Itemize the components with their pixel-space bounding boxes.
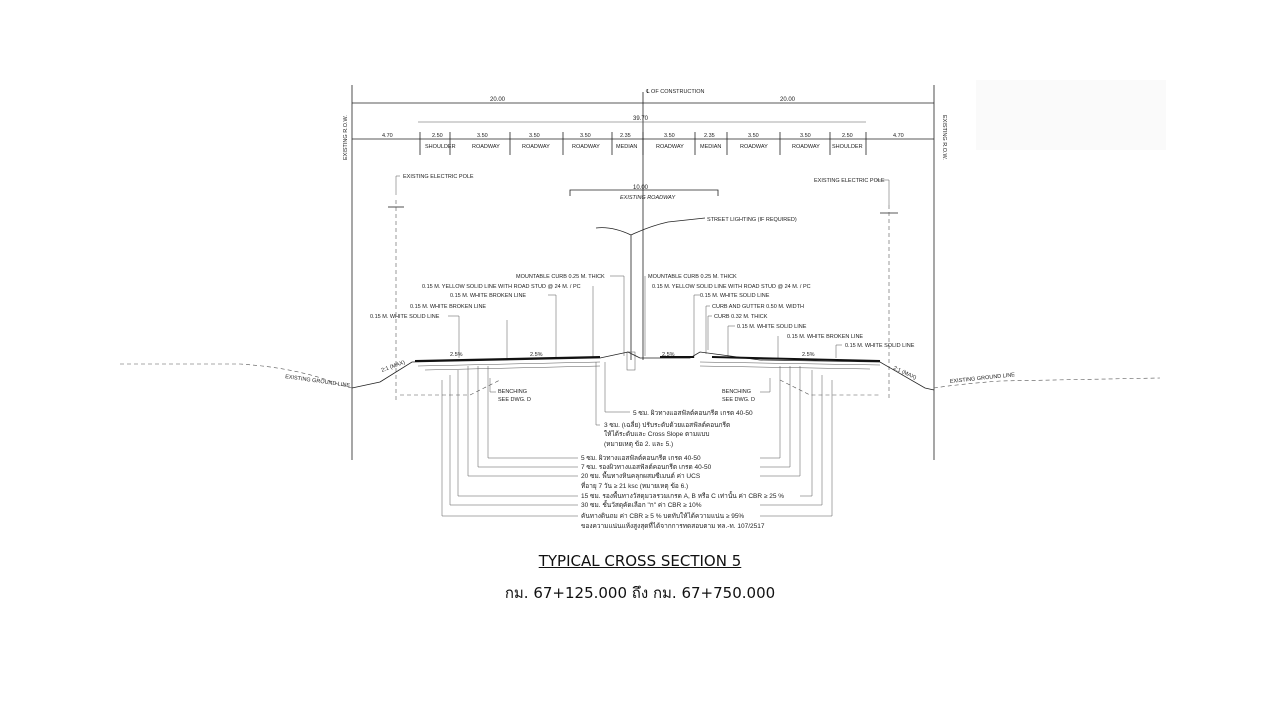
segment-ticks [419,132,867,155]
electric-pole-right: EXISTING ELECTRIC POLE [814,178,898,400]
callout-label: 0.15 M. WHITE BROKEN LINE [450,293,526,299]
half-width-right: 20.00 [780,97,796,103]
row-label-right: EXISTING R.O.W. [941,115,947,160]
callout-label: 0.15 M. WHITE BROKEN LINE [410,304,486,310]
benching-right: BENCHING SEE DWG. D [722,378,771,403]
ground-label-left: EXISTING GROUND LINE [285,374,351,389]
svg-text:BENCHING: BENCHING [722,389,751,395]
svg-text:SEE DWG. D: SEE DWG. D [498,397,531,403]
embankment-outline [351,351,935,391]
existing-roadway-label: EXISTING ROADWAY [620,195,675,201]
segment-dim: 2.35 [704,133,715,139]
segment-label: MEDIAN [616,144,637,150]
layer-note: คันทางดินถม ค่า CBR ≥ 5 % บดทับให้ได้ควา… [581,512,744,520]
segment-dim: 2.50 [432,133,443,139]
segment-label: ROADWAY [792,144,820,150]
segment-dim: 3.50 [748,133,759,139]
slope-label-right: 2:1 (MAX) [892,365,917,381]
faint-placeholder-box [976,80,1166,150]
total-width: 39.70 [633,116,649,122]
segment-label: MEDIAN [700,144,721,150]
segment-label: ROADWAY [522,144,550,150]
layer-note: 30 ซม. ชั้นวัสดุคัดเลือก "ก" ค่า CBR ≥ 1… [581,500,702,509]
layer-note: ที่อายุ 7 วัน ≥ 21 ksc (หมายเหตุ ข้อ 6.) [581,481,688,490]
layer-leaders [441,362,833,517]
crossfall-labels: 2.5% 2.5% 2.5% 2.5% [450,352,815,358]
existing-roadway-dim [569,189,719,196]
segment-label: ROADWAY [472,144,500,150]
svg-text:BENCHING: BENCHING [498,389,527,395]
station-range: กม. 67+125.000 ถึง กม. 67+750.000 [504,584,776,602]
svg-text:2.5%: 2.5% [662,352,675,358]
svg-text:SEE DWG. D: SEE DWG. D [722,397,755,403]
segment-dim: 4.70 [893,133,904,139]
segment-label: ROADWAY [656,144,684,150]
layer-notes: 5 ซม. ผิวทางแอสฟัลต์คอนกรีต เกรด 40-50 3… [581,409,784,530]
svg-text:2.5%: 2.5% [802,352,815,358]
row-label-left: EXISTING R.O.W. [343,115,349,160]
electric-pole-left: EXISTING ELECTRIC POLE [388,174,474,400]
svg-text:EXISTING ELECTRIC POLE: EXISTING ELECTRIC POLE [403,174,474,180]
street-light: STREET LIGHTING (IF REQUIRED) [595,217,797,371]
callout-label: 0.15 M. YELLOW SOLID LINE WITH ROAD STUD… [422,284,581,290]
segment-label: SHOULDER [832,144,863,150]
segment-dim: 3.50 [529,133,540,139]
segment-dim: 2.50 [842,133,853,139]
segment-dim: 3.50 [580,133,591,139]
callout-label: MOUNTABLE CURB 0.25 M. THICK [648,274,737,280]
pavement-surface [414,356,881,362]
segment-label: SHOULDER [425,144,456,150]
segment-dims: 4.70 2.50 3.50 3.50 3.50 2.35 3.50 2.35 … [382,133,904,139]
layer-note: 3 ซม. (เฉลี่ย) ปรับระดับด้วยแอสฟัลต์คอนก… [604,420,730,429]
layer-note: 20 ซม. พื้นทางหินคลุกผสมซีเมนต์ ค่า UCS [581,471,701,480]
slope-label-left: 2:1 (MAX) [381,360,406,374]
layer-note: 15 ซม. รองพื้นทางวัสดุมวลรวมเกรด A, B หร… [581,491,784,500]
svg-text:2.5%: 2.5% [530,352,543,358]
svg-text:STREET LIGHTING (IF REQUIRED): STREET LIGHTING (IF REQUIRED) [707,217,797,223]
segment-dim: 3.50 [800,133,811,139]
pavement-layers [417,361,881,371]
segment-labels: SHOULDER ROADWAY ROADWAY ROADWAY MEDIAN … [425,144,863,150]
callout-label: 0.15 M. WHITE BROKEN LINE [787,334,863,340]
callout-label: CURB 0.32 M. THICK [714,314,768,320]
callout-label: CURB AND GUTTER 0.50 M. WIDTH [712,304,804,310]
existing-width: 10.00 [633,185,649,191]
segment-dim: 3.50 [664,133,675,139]
svg-text:2.5%: 2.5% [450,352,463,358]
existing-ground-right [933,377,1161,389]
callout-label: 0.15 M. WHITE SOLID LINE [845,343,915,349]
layer-note: ของความแน่นแห้งสูงสุดที่ได้จากการทดสอบตา… [581,521,765,530]
half-width-left: 20.00 [490,97,506,103]
callout-label: MOUNTABLE CURB 0.25 M. THICK [516,274,605,280]
section-title: TYPICAL CROSS SECTION 5 [538,552,742,570]
callout-label: 0.15 M. YELLOW SOLID LINE WITH ROAD STUD… [652,284,811,290]
ground-label-right: EXISTING GROUND LINE [950,372,1016,385]
segment-dim: 3.50 [477,133,488,139]
segment-label: ROADWAY [740,144,768,150]
segment-label: ROADWAY [572,144,600,150]
callout-label: 0.15 M. WHITE SOLID LINE [737,324,807,330]
segment-dim: 4.70 [382,133,393,139]
layer-note: (หมายเหตุ ข้อ 2. และ 5.) [604,440,673,448]
benching-left: BENCHING SEE DWG. D [489,378,531,403]
callout-label: 0.15 M. WHITE SOLID LINE [700,293,770,299]
layer-note: ให้ได้ระดับและ Cross Slope ตามแบบ [604,430,710,438]
callouts-left: MOUNTABLE CURB 0.25 M. THICK 0.15 M. YEL… [370,274,625,358]
centerline-label: ℄ OF CONSTRUCTION [645,89,705,95]
svg-text:EXISTING ELECTRIC POLE: EXISTING ELECTRIC POLE [814,178,885,184]
layer-note: 7 ซม. รองผิวทางแอสฟัลต์คอนกรีต เกรด 40-5… [581,463,712,471]
callouts-right: MOUNTABLE CURB 0.25 M. THICK 0.15 M. YEL… [644,274,915,358]
existing-ground-left [120,363,353,389]
layer-note: 5 ซม. ผิวทางแอสฟัลต์คอนกรีต เกรด 40-50 [581,454,701,462]
segment-dim: 2.35 [620,133,631,139]
layer-note: 5 ซม. ผิวทางแอสฟัลต์คอนกรีต เกรด 40-50 [633,409,753,417]
benching-outline [400,379,880,396]
callout-label: 0.15 M. WHITE SOLID LINE [370,314,440,320]
